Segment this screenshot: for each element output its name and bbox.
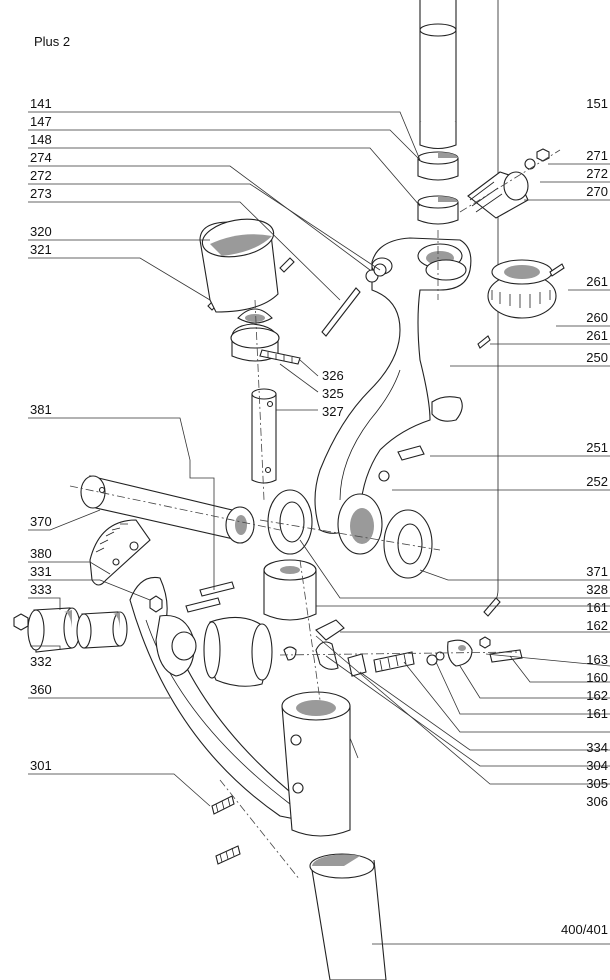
part-bracket-334 — [281, 691, 351, 837]
label-272-left: 272 — [30, 168, 52, 183]
label-325: 325 — [322, 386, 344, 401]
label-328: 328 — [586, 582, 608, 597]
label-162-bottom: 162 — [586, 688, 608, 703]
part-rings-147-148 — [417, 151, 459, 225]
part-bevel-gear-325 — [230, 308, 301, 365]
part-cups-333-332 — [13, 607, 128, 653]
label-360: 360 — [30, 682, 52, 697]
label-333: 333 — [30, 582, 52, 597]
label-381: 381 — [30, 402, 52, 417]
label-161-bottom: 161 — [586, 706, 608, 721]
label-304: 304 — [586, 758, 608, 773]
part-frame-250 — [314, 237, 472, 555]
label-380: 380 — [30, 546, 52, 561]
part-screws-301 — [211, 795, 241, 865]
part-gear-260 — [487, 259, 557, 319]
label-327: 327 — [322, 404, 344, 419]
label-274: 274 — [30, 150, 52, 165]
label-370: 370 — [30, 514, 52, 529]
label-400-401: 400/401 — [561, 922, 608, 937]
label-162-top: 162 — [586, 618, 608, 633]
part-bending-shoe-360 — [129, 576, 306, 821]
part-tube-top — [419, 0, 457, 150]
label-161-top: 161 — [586, 600, 608, 615]
part-sleeve-328 — [263, 559, 317, 621]
label-163: 163 — [586, 652, 608, 667]
label-260: 260 — [586, 310, 608, 325]
label-321: 321 — [30, 242, 52, 257]
label-252: 252 — [586, 474, 608, 489]
part-pin-327 — [251, 388, 277, 484]
label-148: 148 — [30, 132, 52, 147]
parts-drawing — [13, 0, 565, 980]
label-326: 326 — [322, 368, 344, 383]
label-331: 331 — [30, 564, 52, 579]
label-147: 147 — [30, 114, 52, 129]
label-273: 273 — [30, 186, 52, 201]
part-cable-adjuster — [459, 148, 561, 219]
label-305: 305 — [586, 776, 608, 791]
label-271: 271 — [586, 148, 608, 163]
label-332: 332 — [30, 654, 52, 669]
label-160: 160 — [586, 670, 608, 685]
label-261-top: 261 — [586, 274, 608, 289]
label-301: 301 — [30, 758, 52, 773]
diagram-title: Plus 2 — [34, 34, 70, 49]
label-251: 251 — [586, 440, 608, 455]
label-250: 250 — [586, 350, 608, 365]
part-cap-320 — [199, 218, 279, 313]
part-washers — [259, 445, 441, 579]
part-linkage-304 — [279, 597, 523, 677]
part-sector-gear-380 — [89, 519, 151, 586]
label-151: 151 — [586, 96, 608, 111]
label-306: 306 — [586, 794, 608, 809]
label-261-bottom: 261 — [586, 328, 608, 343]
label-371: 371 — [586, 564, 608, 579]
label-141: 141 — [30, 96, 52, 111]
label-272-right: 272 — [586, 166, 608, 181]
leader-lines — [28, 111, 610, 945]
label-334: 334 — [586, 740, 608, 755]
part-tube-bottom — [309, 853, 387, 980]
label-270: 270 — [586, 184, 608, 199]
label-320: 320 — [30, 224, 52, 239]
part-axle-370 — [69, 475, 281, 544]
part-labels: 141 147 148 274 272 273 320 321 381 370 … — [30, 96, 608, 937]
